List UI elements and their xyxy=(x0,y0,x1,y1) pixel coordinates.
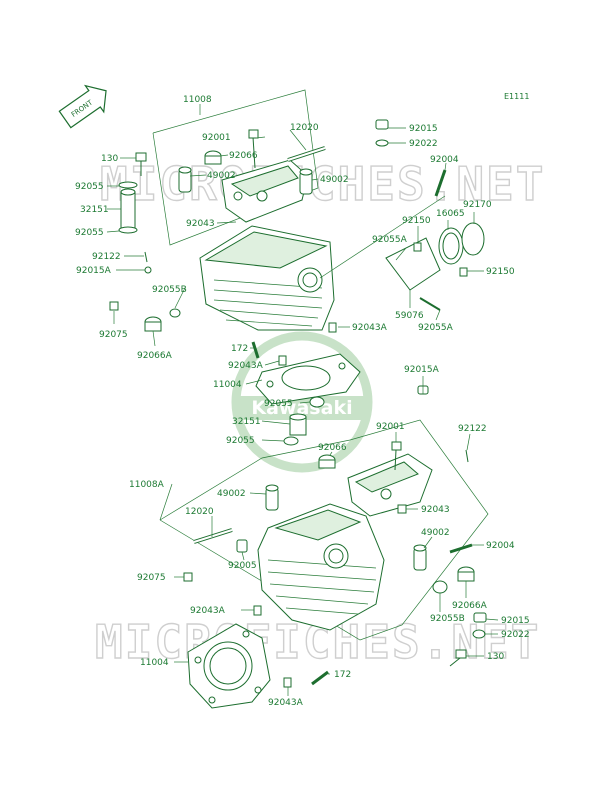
part-label: 92075 xyxy=(99,330,128,340)
part-label: 92055 xyxy=(75,228,104,238)
part-label: 92055B xyxy=(152,285,187,295)
part-label: 49002 xyxy=(207,171,236,181)
part-label: 49002 xyxy=(320,175,349,185)
part-label: 92150 xyxy=(486,267,515,277)
leader-lines xyxy=(106,127,499,696)
part-label: 92015A xyxy=(76,266,112,276)
bolt-130-b xyxy=(449,649,467,667)
plug-92066-b xyxy=(318,454,336,469)
part-label: 130 xyxy=(101,154,118,164)
rocker-cover-bottom xyxy=(347,453,433,517)
plug-92066A xyxy=(144,316,162,332)
part-label: 92004 xyxy=(486,541,515,551)
cylinder-head-bottom xyxy=(257,503,385,631)
part-label: 130 xyxy=(487,652,504,662)
part-label: 11008 xyxy=(183,95,212,105)
part-label: 92043A xyxy=(190,606,226,616)
part-label: 11004 xyxy=(213,380,242,390)
part-label: 92043A xyxy=(268,698,304,708)
part-label: 92004 xyxy=(430,155,459,165)
front-arrow-icon: FRONT xyxy=(58,84,107,129)
head-gasket-top xyxy=(255,353,361,405)
part-label: 32151 xyxy=(80,205,109,215)
part-label: 92022 xyxy=(409,139,438,149)
plug-92066A-b xyxy=(457,566,475,582)
part-label: 12020 xyxy=(185,507,214,517)
kawasaki-emblem: Kawasaki xyxy=(231,331,373,473)
part-label: 92066 xyxy=(229,151,258,161)
intake-pipe-16065 xyxy=(385,227,464,291)
part-label: 92122 xyxy=(458,424,487,434)
part-label: 32151 xyxy=(232,417,261,427)
part-label: 92075 xyxy=(137,573,166,583)
watermark-top: MICROFICHES.NET xyxy=(100,157,545,211)
part-label: 92022 xyxy=(501,630,530,640)
part-label: 92001 xyxy=(202,133,231,143)
part-label: 92066A xyxy=(452,601,488,611)
part-label: 92055 xyxy=(75,182,104,192)
cylinder-head-top xyxy=(199,225,335,331)
part-label: 16065 xyxy=(436,209,465,219)
part-label: 92043A xyxy=(228,361,264,371)
part-label: 92055A xyxy=(372,235,408,245)
cap-nut-92015 xyxy=(375,119,389,130)
part-label: 92055A xyxy=(418,323,454,333)
part-label: 92043 xyxy=(421,505,450,515)
part-label: 92170 xyxy=(463,200,492,210)
bolt-92001 xyxy=(252,136,256,169)
part-labels: 11008 12020 92001 92066 130 49002 49002 … xyxy=(75,95,530,708)
part-label: 92150 xyxy=(402,216,431,226)
tappet-49002-b xyxy=(299,168,313,195)
part-label: 92015A xyxy=(404,365,440,375)
part-label: 92055 xyxy=(264,399,293,409)
part-label: 92055 xyxy=(226,436,255,446)
part-label: 92066 xyxy=(318,443,347,453)
part-label: 92015 xyxy=(409,124,438,134)
part-label: 92043 xyxy=(186,219,215,229)
part-label: 59076 xyxy=(395,311,424,321)
oil-pipe-32151 xyxy=(118,181,138,234)
tappet-49002 xyxy=(178,166,192,193)
diagram-code: E1111 xyxy=(504,92,529,101)
part-label: 92055B xyxy=(430,614,465,624)
part-label: 12020 xyxy=(290,123,319,133)
bolt-130 xyxy=(135,152,147,176)
tappet-49002-d xyxy=(413,544,427,571)
plug-92066 xyxy=(204,150,222,165)
part-label: 172 xyxy=(231,344,248,354)
part-label: 11004 xyxy=(140,658,169,668)
part-label: 92066A xyxy=(137,351,173,361)
oil-pipe-32151-b xyxy=(289,413,307,436)
part-label: 92043A xyxy=(352,323,388,333)
part-label: 49002 xyxy=(421,528,450,538)
tappet-49002-c xyxy=(265,484,279,511)
head-gasket-bottom xyxy=(187,623,271,709)
part-label: 92122 xyxy=(92,252,121,262)
part-label: 11008A xyxy=(129,480,165,490)
part-label: 92005 xyxy=(228,561,257,571)
part-label: 92001 xyxy=(376,422,405,432)
part-label: 172 xyxy=(334,670,351,680)
part-label: 49002 xyxy=(217,489,246,499)
part-label: 92015 xyxy=(501,616,530,626)
